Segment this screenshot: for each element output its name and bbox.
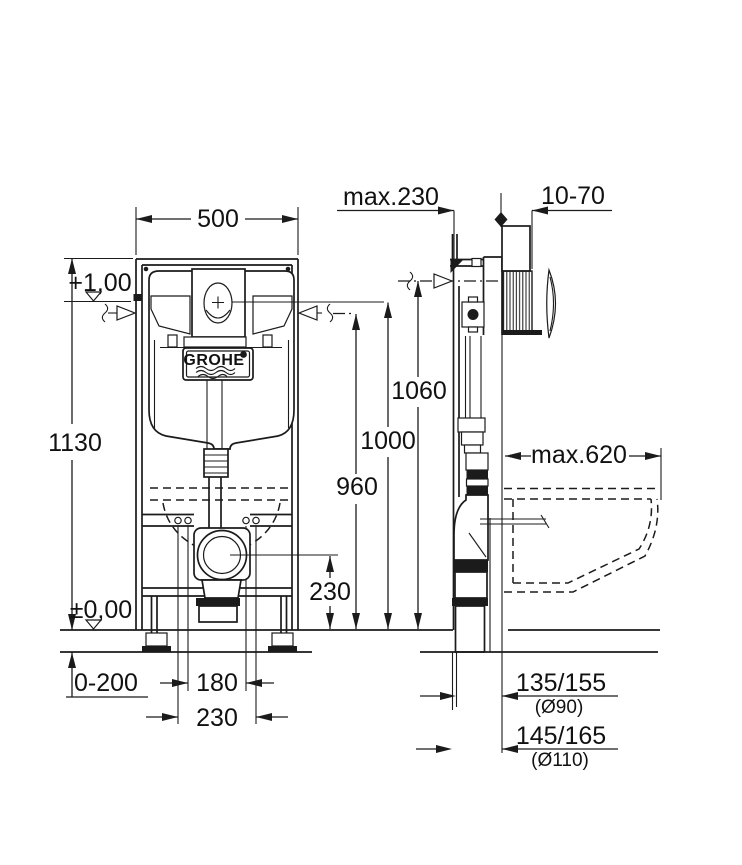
flush-plate-profile xyxy=(546,267,557,339)
dim-height-1060: 1060 xyxy=(391,281,447,629)
rail-marker xyxy=(133,294,142,301)
cistern-wing-left xyxy=(150,295,191,335)
drain-assembly-front xyxy=(193,527,251,623)
dimensions: 500 max.230 10-70 1130 +1,00 xyxy=(48,182,662,771)
outlet-seal xyxy=(196,598,240,606)
dim-foot-adjustment-label: 0-200 xyxy=(74,669,138,697)
dim-height-1000: 1000 xyxy=(360,302,416,629)
dim-bolt-spacing-230: 230 xyxy=(146,704,288,732)
dim-bowl-projection-label: max.620 xyxy=(531,441,627,469)
front-view: GROHE xyxy=(133,258,299,653)
dim-height-960-label: 960 xyxy=(336,473,378,501)
dim-frame-height-label: 1130 xyxy=(48,429,102,457)
dim-outlet-9cm-label: 135/155 xyxy=(516,669,606,697)
drill-point-marker-icon xyxy=(494,212,508,227)
inspection-shaft-top xyxy=(501,225,531,272)
reference-lines-under xyxy=(177,335,503,753)
dim-frame-depth: max.230 xyxy=(337,183,454,215)
mounting-frame-front xyxy=(133,258,299,630)
dim-height-1060-label: 1060 xyxy=(391,377,447,405)
logo-wave-icon xyxy=(195,365,236,380)
cistern-front: GROHE xyxy=(148,268,295,529)
dim-height-960: 960 xyxy=(336,314,378,629)
bowl-hidden-outline-side xyxy=(504,487,659,593)
dim-outlet-11cm-label: 145/165 xyxy=(516,722,606,750)
side-view xyxy=(450,193,659,653)
dim-wall-finish-label: 10-70 xyxy=(541,182,605,210)
dim-bolt-spacing-180-label: 180 xyxy=(196,669,238,697)
dim-bolt-spacing-180: 180 xyxy=(160,669,274,697)
dim-drain-height: 230 xyxy=(309,556,351,629)
dim-outlet-9cm: 135/155 (Ø90) xyxy=(420,669,618,718)
level-marker-floor: ±0,00 xyxy=(70,596,132,630)
logo-dot-icon xyxy=(240,351,247,358)
dim-bowl-projection: max.620 xyxy=(505,441,662,500)
dim-outlet-11cm-dia-label: (Ø110) xyxy=(531,750,589,771)
dim-frame-height: 1130 xyxy=(48,257,133,630)
floor-lines xyxy=(60,629,660,653)
level-triangle-icon xyxy=(84,291,103,302)
dim-wall-finish: 10-70 xyxy=(531,182,612,269)
dim-frame-width: 500 xyxy=(135,205,299,255)
frame-corner-screw xyxy=(285,266,291,272)
frame-corner-screw xyxy=(143,266,149,272)
dim-outlet-11cm: 145/165 (Ø110) xyxy=(416,722,618,771)
flush-pipe-fitting xyxy=(203,448,229,478)
dim-outlet-9cm-dia-label: (Ø90) xyxy=(535,697,584,718)
adjustable-feet xyxy=(142,596,297,653)
wall-finish-arrow-side xyxy=(406,271,454,291)
dim-height-1000-label: 1000 xyxy=(360,427,416,455)
dim-frame-width-label: 500 xyxy=(197,205,239,233)
grohe-logo: GROHE xyxy=(182,347,254,381)
cistern-wing-right xyxy=(252,295,293,335)
dim-foot-adjustment: 0-200 xyxy=(66,652,148,698)
wall-finish-arrow-right xyxy=(297,303,334,323)
wall-finish-arrow-left xyxy=(101,303,137,323)
access-window xyxy=(191,268,246,338)
dim-bolt-spacing-230-label: 230 xyxy=(196,704,238,732)
wall-section-hatch xyxy=(502,270,533,335)
wc-fixing-bolts xyxy=(174,516,260,525)
level-marker-upper: +1,00 xyxy=(64,269,132,303)
dim-drain-height-label: 230 xyxy=(309,578,351,606)
grohe-logo-text: GROHE xyxy=(183,352,244,369)
dim-frame-depth-label: max.230 xyxy=(343,183,439,211)
level-floor-label: ±0,00 xyxy=(70,596,132,624)
overlay-references xyxy=(101,271,500,556)
level-triangle-icon xyxy=(84,619,103,630)
